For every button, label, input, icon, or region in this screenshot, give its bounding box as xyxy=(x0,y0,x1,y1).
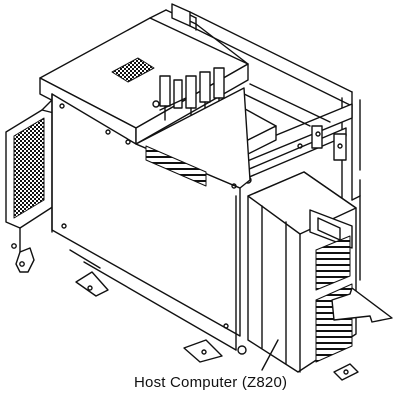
rack-rails xyxy=(189,11,361,281)
figure-caption: Host Computer (Z820) xyxy=(134,374,288,391)
chassis-feet xyxy=(75,271,359,381)
host-computer-tower xyxy=(247,171,357,373)
side-vent-panel xyxy=(5,99,63,273)
caption-leader-line xyxy=(261,339,279,371)
pull-out-arrow xyxy=(331,287,393,323)
main-chassis xyxy=(51,87,251,351)
